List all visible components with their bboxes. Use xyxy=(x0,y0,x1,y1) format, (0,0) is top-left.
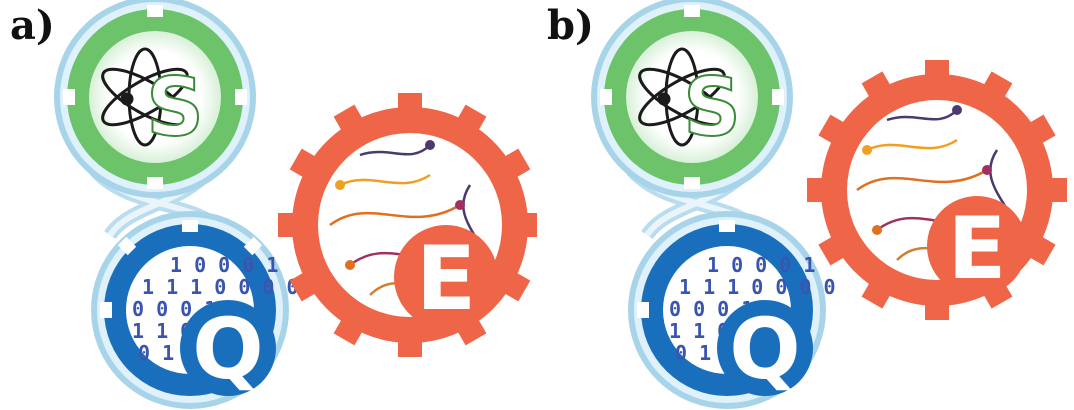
environment-gear: E xyxy=(807,60,1067,320)
atom-icon xyxy=(638,47,726,147)
system-gear: S xyxy=(54,0,256,198)
gears-diagram-a: S 1 0 0 0 1 1 1 1 0 0 0 0 0 0 0 1 0 1 1 … xyxy=(54,0,537,409)
quantum-letter: Q xyxy=(192,300,263,398)
environment-letter: E xyxy=(416,227,476,330)
bits-row-1: 1 0 0 0 1 xyxy=(707,253,815,277)
bits-row-2: 1 1 1 0 0 0 0 xyxy=(679,275,836,299)
system-letter: S xyxy=(683,61,741,154)
quantum-letter: Q xyxy=(729,300,800,398)
panel-label-a: a) xyxy=(10,2,55,49)
bits-row-2: 1 1 1 0 0 0 0 xyxy=(142,275,299,299)
bits-row-1: 1 0 0 0 1 xyxy=(170,253,278,277)
quantum-gear: 1 0 0 0 1 1 1 1 0 0 0 0 0 0 0 1 0 1 1 0 … xyxy=(628,211,836,409)
environment-letter: E xyxy=(948,199,1007,299)
panel-b: S 1 0 0 0 1 1 1 1 0 0 0 0 0 0 0 1 0 1 1 … xyxy=(537,0,1074,410)
system-gear: S xyxy=(591,0,793,198)
panel-label-b: b) xyxy=(547,2,594,49)
gears-diagram-b: S 1 0 0 0 1 1 1 1 0 0 0 0 0 0 0 1 0 1 1 … xyxy=(591,0,1067,409)
environment-gear: E xyxy=(278,93,537,357)
system-letter: S xyxy=(146,61,204,154)
atom-icon xyxy=(101,47,189,147)
panel-a: S 1 0 0 0 1 1 1 1 0 0 0 0 0 0 0 1 0 1 1 … xyxy=(10,0,537,409)
quantum-gear: 1 0 0 0 1 1 1 1 0 0 0 0 0 0 0 1 0 1 1 0 … xyxy=(91,211,299,409)
